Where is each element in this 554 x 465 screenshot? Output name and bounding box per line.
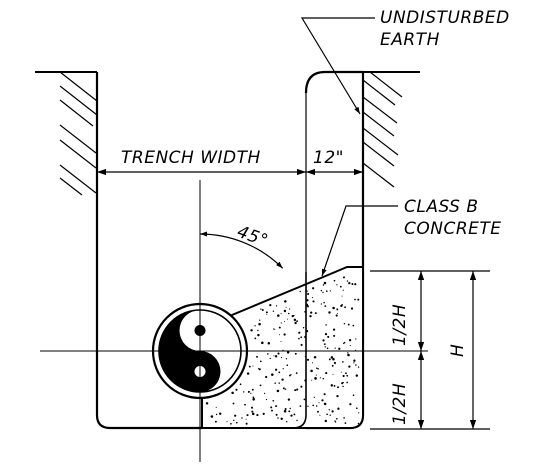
earth-hatch-left bbox=[59, 71, 98, 196]
inner-trench-line bbox=[292, 272, 307, 429]
half-h-upper-label: 1/2H bbox=[390, 304, 410, 346]
class-b-label-line2: CONCRETE bbox=[404, 219, 502, 239]
class-b-label-line1: CLASS B bbox=[404, 197, 479, 217]
height-dimensions bbox=[370, 270, 490, 430]
undisturbed-earth-label-line2: EARTH bbox=[380, 30, 440, 50]
earth-hatch-right bbox=[362, 71, 403, 188]
clearance-label: 12" bbox=[313, 148, 344, 168]
undisturbed-earth-leader bbox=[300, 17, 375, 115]
angle-arc bbox=[199, 231, 284, 269]
half-h-lower-label: 1/2H bbox=[390, 383, 410, 425]
trench-outline bbox=[95, 72, 202, 430]
concrete-encasement bbox=[201, 266, 364, 429]
h-label: H bbox=[448, 344, 468, 357]
trench-inner-wall bbox=[304, 70, 363, 94]
undisturbed-earth-label-line1: UNDISTURBED bbox=[380, 8, 510, 28]
trench-width-label: TRENCH WIDTH bbox=[121, 148, 261, 168]
angle-label: 45° bbox=[234, 222, 271, 252]
class-b-concrete-leader bbox=[321, 205, 398, 277]
